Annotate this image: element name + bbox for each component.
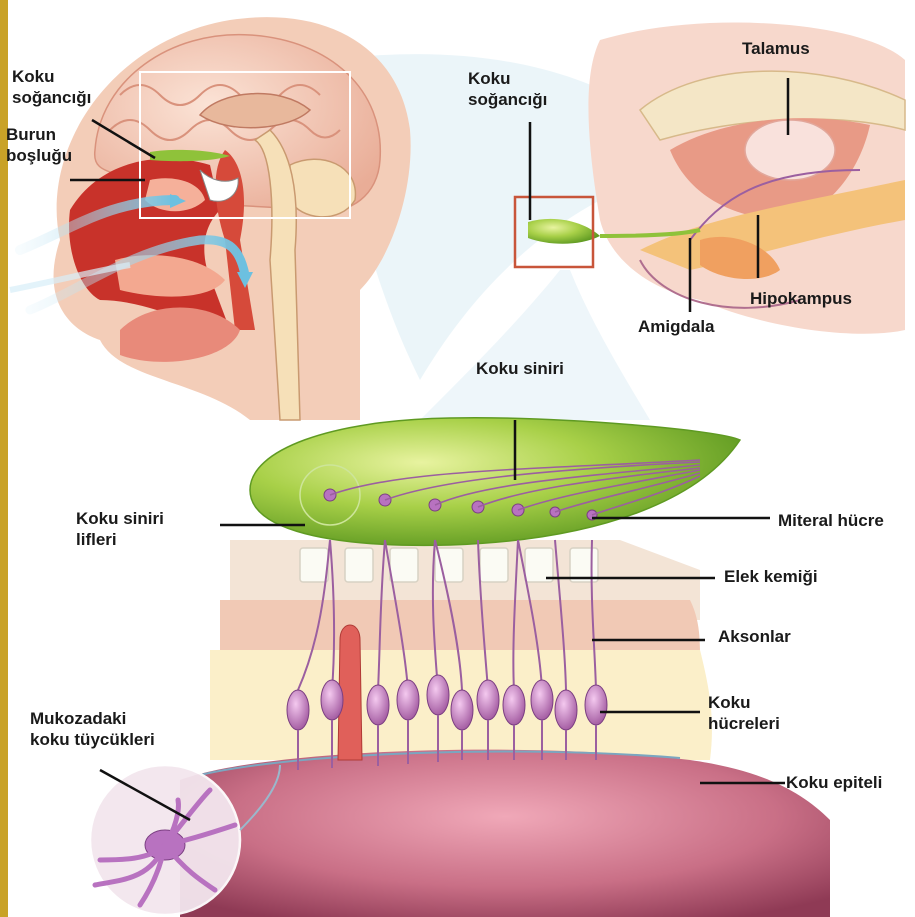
- label-mucosa-cilia-line1: Mukozadaki: [30, 708, 155, 729]
- label-amygdala: Amigdala: [638, 316, 715, 337]
- label-thalamus: Talamus: [742, 38, 810, 59]
- label-mucosa-cilia: Mukozadaki koku tüycükleri: [30, 708, 155, 750]
- label-olfactory-bulb-brain-line2: soğancığı: [468, 89, 547, 110]
- label-ethmoid-bone: Elek kemiği: [724, 566, 818, 587]
- label-mitral-cell: Miteral hücre: [778, 510, 884, 531]
- epithelium-detail: [90, 418, 830, 917]
- label-olfactory-bulb-head-line1: Koku: [12, 66, 91, 87]
- label-olfactory-cells-line1: Koku: [708, 692, 780, 713]
- label-olfactory-nerve-fibers-line2: lifleri: [76, 529, 164, 550]
- label-hippocampus: Hipokampus: [750, 288, 852, 309]
- label-olfactory-bulb-brain: Koku soğancığı: [468, 68, 547, 110]
- label-olfactory-bulb-head-line2: soğancığı: [12, 87, 91, 108]
- label-nasal-cavity-line1: Burun: [6, 124, 72, 145]
- label-olfactory-bulb-head: Koku soğancığı: [12, 66, 91, 108]
- label-olfactory-nerve-fibers: Koku siniri lifleri: [76, 508, 164, 550]
- label-olfactory-epithelium: Koku epiteli: [786, 772, 882, 793]
- label-olfactory-nerve-fibers-line1: Koku siniri: [76, 508, 164, 529]
- label-mucosa-cilia-line2: koku tüycükleri: [30, 729, 155, 750]
- label-nasal-cavity-line2: boşluğu: [6, 145, 72, 166]
- label-olfactory-bulb-brain-line1: Koku: [468, 68, 547, 89]
- label-olfactory-cells: Koku hücreleri: [708, 692, 780, 734]
- label-nasal-cavity: Burun boşluğu: [6, 124, 72, 166]
- label-olfactory-cells-line2: hücreleri: [708, 713, 780, 734]
- label-olfactory-nerve: Koku siniri: [476, 358, 564, 379]
- label-axons: Aksonlar: [718, 626, 791, 647]
